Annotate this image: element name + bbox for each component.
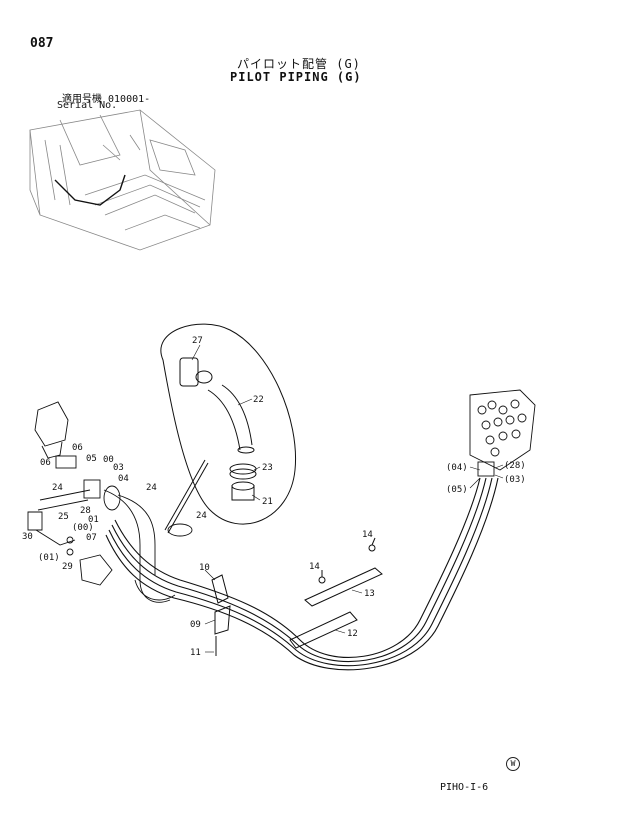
callout-label: 01 (88, 515, 99, 525)
callout-labels: 27 22 23 21 06 06 05 00 03 04 24 24 28 0… (22, 336, 526, 658)
footer-code: PIHO-I-6 (440, 782, 489, 793)
callout-label: 10 (199, 563, 210, 573)
pipe-brackets (211, 537, 383, 656)
callout-label: 30 (22, 532, 33, 542)
callout-label: 21 (262, 497, 273, 507)
callout-label: 24 (52, 483, 63, 493)
control-valve (469, 389, 536, 477)
callout-label: (05) (446, 485, 468, 495)
callout-label: 23 (262, 463, 273, 473)
callout-label: 07 (86, 533, 97, 543)
detail-inset (160, 323, 297, 534)
callout-label: 00 (103, 455, 114, 465)
title-japanese: パイロット配管 (G) (237, 57, 361, 71)
serial-label: Serial No. (57, 100, 118, 111)
callout-label: 06 (40, 458, 51, 468)
callout-label: 09 (190, 620, 201, 630)
callout-label: 12 (347, 629, 358, 639)
callout-label: (28) (504, 461, 526, 471)
callout-label: 25 (58, 512, 69, 522)
callout-label: 14 (309, 562, 320, 572)
machine-overview-sketch (29, 109, 216, 251)
callout-label: 29 (62, 562, 73, 572)
page-number: 087 (30, 36, 54, 51)
callout-label: (04) (446, 463, 468, 473)
callout-label: 13 (364, 589, 375, 599)
callout-label: 05 (86, 454, 97, 464)
page-title: PILOT PIPING (G) (230, 70, 362, 84)
callout-label: 27 (192, 336, 203, 346)
callout-label: 06 (72, 443, 83, 453)
callout-label: 24 (146, 483, 157, 493)
callout-label: (01) (38, 553, 60, 563)
callout-label: (00) (72, 523, 94, 533)
callout-label: (03) (504, 475, 526, 485)
pilot-pipe-bundle (105, 477, 499, 671)
callout-label: 04 (118, 474, 129, 484)
callout-label: 24 (196, 511, 207, 521)
serial-label-japanese: 適用号機 010001- (62, 94, 151, 105)
callout-label: 11 (190, 648, 201, 658)
callout-label: 03 (113, 463, 124, 473)
callout-label: 28 (80, 506, 91, 516)
revision-mark-icon: W (506, 757, 520, 771)
callout-label: 14 (362, 530, 373, 540)
leader-lines (191, 344, 504, 653)
callout-label: 22 (253, 395, 264, 405)
pilot-valve-assembly (27, 401, 193, 603)
